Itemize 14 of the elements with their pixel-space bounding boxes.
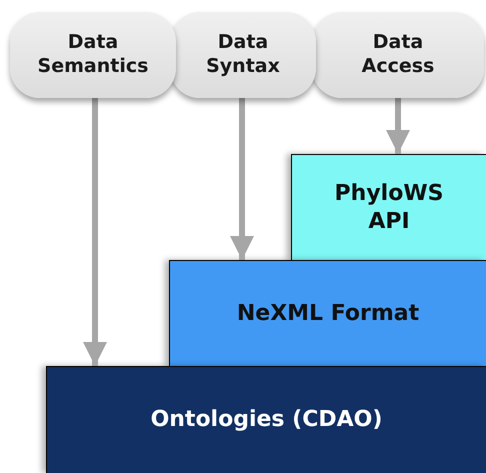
node-label: Data Access: [360, 31, 436, 79]
layer-box: [291, 154, 486, 261]
arrow: [83, 98, 107, 366]
node-label: NeXML Format: [236, 300, 420, 328]
rounded-bubble: [312, 12, 484, 98]
node-label: Data Syntax: [205, 31, 281, 79]
arrow: [386, 98, 410, 154]
node-label: Data Semantics: [36, 31, 150, 79]
node-label: Ontologies (CDAO): [150, 406, 382, 434]
node-label: PhyloWS API: [334, 180, 444, 235]
arrow: [230, 98, 254, 260]
layer-box: [169, 260, 486, 367]
rounded-bubble: [10, 12, 176, 98]
layer-box: [46, 366, 486, 473]
